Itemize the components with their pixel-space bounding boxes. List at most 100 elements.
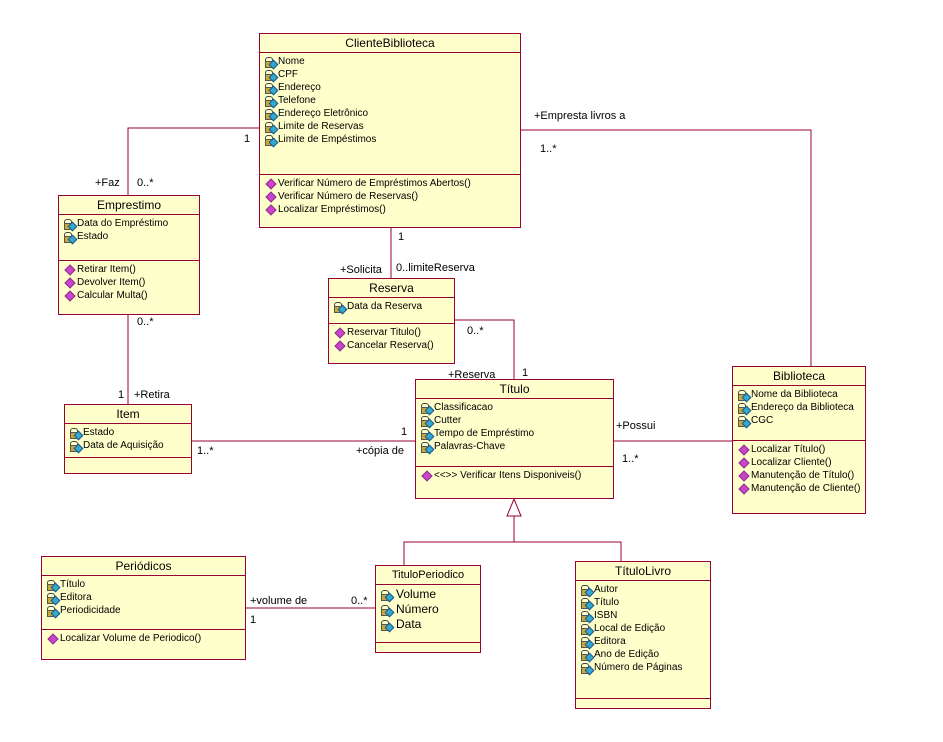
private-attribute-icon	[64, 232, 78, 245]
mult-solicita: 0..limiteReserva	[396, 262, 475, 274]
operation-label: Calcular Multa()	[77, 290, 148, 301]
private-attribute-icon	[265, 70, 279, 83]
attribute-row[interactable]: Telefone	[264, 94, 520, 109]
attribute-label: Limite de Reservas	[278, 121, 364, 132]
attribute-row[interactable]: Limite de Reservas	[264, 120, 520, 135]
public-operation-icon	[738, 444, 750, 456]
private-attribute-icon	[381, 590, 395, 603]
operation-row[interactable]: Verificar Número de Reservas()	[264, 190, 520, 203]
public-operation-icon	[265, 178, 277, 190]
private-attribute-icon	[70, 441, 84, 454]
private-attribute-icon	[381, 605, 395, 618]
private-attribute-icon	[381, 620, 395, 633]
operation-row[interactable]: Verificar Número de Empréstimos Abertos(…	[264, 177, 520, 190]
attribute-row[interactable]: Número	[380, 602, 480, 618]
attribute-label: Endereço	[278, 82, 321, 93]
attribute-label: Nome da Biblioteca	[751, 389, 838, 400]
attribute-row[interactable]: Estado	[63, 230, 199, 245]
public-operation-icon	[738, 457, 750, 469]
operation-row[interactable]: Reservar Titulo()	[333, 326, 454, 339]
attribute-row[interactable]: Editora	[46, 591, 245, 606]
attribute-row[interactable]: CPF	[264, 68, 520, 83]
role-copia-de: +cópia de	[356, 445, 405, 457]
attribute-row[interactable]: Periodicidade	[46, 604, 245, 619]
attribute-label: Data da Reserva	[347, 301, 423, 312]
attribute-row[interactable]: Volume	[380, 587, 480, 603]
attribute-row[interactable]: ISBN	[580, 609, 710, 624]
attribute-row[interactable]: Ano de Edição	[580, 648, 710, 663]
attribute-row[interactable]: Autor	[580, 583, 710, 598]
operation-row[interactable]: Devolver Item()	[63, 276, 199, 289]
private-attribute-icon	[70, 428, 84, 441]
operation-row[interactable]: Localizar Empréstimos()	[264, 203, 520, 216]
attribute-row[interactable]: Estado	[69, 426, 191, 441]
class-name: TituloPeriodico	[376, 566, 480, 585]
attribute-row[interactable]: Limite de Empéstimos	[264, 133, 520, 148]
attribute-row[interactable]: Data de Aquisição	[69, 439, 191, 454]
class-reserva[interactable]: Reserva Data da Reserva Reservar Titulo(…	[328, 278, 455, 364]
mult-emprestimo-item: 0..*	[137, 316, 154, 328]
operation-label: <<>> Verificar Itens Disponiveis()	[434, 470, 582, 481]
attribute-label: Endereço da Biblioteca	[751, 402, 854, 413]
private-attribute-icon	[581, 663, 595, 676]
attribute-row[interactable]: Nome	[264, 55, 520, 70]
operation-label: Localizar Empréstimos()	[278, 204, 386, 215]
public-operation-icon	[334, 327, 346, 339]
attribute-row[interactable]: Classificacao	[420, 401, 613, 416]
operation-row[interactable]: Retirar Item()	[63, 263, 199, 276]
mult-retira: 1	[118, 389, 125, 401]
class-name: Emprestimo	[59, 196, 199, 215]
attribute-row[interactable]: Palavras-Chave	[420, 440, 613, 455]
operation-row[interactable]: Localizar Título()	[737, 443, 865, 456]
attribute-row[interactable]: Endereço	[264, 81, 520, 96]
attribute-label: Data	[396, 617, 422, 631]
association-empresta	[521, 129, 812, 366]
operation-row[interactable]: <<>> Verificar Itens Disponiveis()	[420, 469, 613, 482]
operation-row[interactable]: Localizar Volume de Periodico()	[46, 632, 245, 645]
attribute-label: Editora	[594, 636, 626, 647]
operation-row[interactable]: Localizar Cliente()	[737, 456, 865, 469]
attribute-row[interactable]: Endereço Eletrônico	[264, 107, 520, 122]
attribute-row[interactable]: CGC	[737, 414, 865, 429]
attribute-row[interactable]: Data da Reserva	[333, 300, 454, 315]
attribute-row[interactable]: Nome da Biblioteca	[737, 388, 865, 403]
attribute-label: Estado	[77, 231, 109, 242]
attribute-row[interactable]: Número de Páginas	[580, 661, 710, 676]
operation-label: Localizar Volume de Periodico()	[60, 633, 202, 644]
private-attribute-icon	[421, 403, 435, 416]
private-attribute-icon	[421, 416, 435, 429]
attribute-label: Data do Empréstimo	[77, 218, 169, 229]
mult-reserva-titulo-one: 1	[522, 367, 529, 379]
attribute-label: Endereço Eletrônico	[278, 108, 369, 119]
attribute-row[interactable]: Local de Edição	[580, 622, 710, 637]
attribute-row[interactable]: Data	[380, 617, 480, 633]
operation-row[interactable]: Cancelar Reserva()	[333, 339, 454, 352]
attribute-row[interactable]: Data do Empréstimo	[63, 217, 199, 232]
private-attribute-icon	[47, 580, 61, 593]
operation-label: Manutenção de Cliente()	[751, 483, 861, 494]
operation-row[interactable]: Manutenção de Cliente()	[737, 482, 865, 495]
operation-row[interactable]: Calcular Multa()	[63, 289, 199, 302]
attribute-row[interactable]: Título	[580, 596, 710, 611]
public-operation-icon	[334, 340, 346, 352]
public-operation-icon	[738, 483, 750, 495]
attribute-row[interactable]: Tempo de Empréstimo	[420, 427, 613, 442]
attribute-row[interactable]: Cutter	[420, 414, 613, 429]
attribute-row[interactable]: Editora	[580, 635, 710, 650]
operation-label: Cancelar Reserva()	[347, 340, 434, 351]
attribute-label: Autor	[594, 584, 618, 595]
attribute-row[interactable]: Endereço da Biblioteca	[737, 401, 865, 416]
operation-row[interactable]: Manutenção de Título()	[737, 469, 865, 482]
private-attribute-icon	[581, 598, 595, 611]
attribute-row[interactable]: Título	[46, 578, 245, 593]
